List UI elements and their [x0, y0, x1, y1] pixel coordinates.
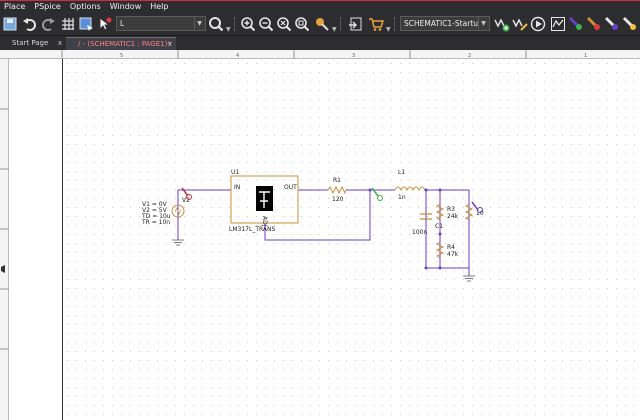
voltage-probe-green[interactable]	[371, 187, 383, 201]
schematic-canvas[interactable]: 5 4 3 2 1	[0, 50, 640, 420]
ruler-mark-3: 3	[352, 53, 355, 59]
toolbar-separator	[340, 17, 341, 31]
menu-bar: Place PSpice Options Window Help	[0, 0, 640, 12]
tab-schematic-page-label: / - (SCHEMATIC1 : PAGE1)*	[78, 40, 171, 48]
close-icon[interactable]: x	[167, 40, 172, 48]
r4-value-label: 47k	[447, 251, 459, 258]
document-tabs: Start Page x / - (SCHEMATIC1 : PAGE1)* x	[0, 36, 640, 50]
ruler-mark-2: 2	[468, 53, 471, 59]
source-param-v1: V1 = 0V	[142, 201, 168, 208]
view-results-icon[interactable]	[550, 16, 566, 32]
search-icon[interactable]	[208, 16, 224, 32]
toolbar: L ▼ ▼ ▼ ▼ SCHEMATIC1-Startup ▼	[0, 12, 640, 36]
left-ruler	[0, 59, 9, 420]
zoom-all-icon[interactable]	[294, 16, 310, 32]
regulator-u1[interactable]	[230, 175, 299, 224]
zoom-in-icon[interactable]	[240, 16, 256, 32]
power-marker-icon[interactable]	[604, 16, 620, 32]
netlist-icon[interactable]	[348, 16, 364, 32]
grid-icon[interactable]	[60, 16, 76, 32]
circuit-diagram: V2 V1 = 0V V2 = 5V TD = 10u TR = 10n U1 …	[141, 169, 484, 282]
top-ruler: 5 4 3 2 1	[0, 50, 640, 59]
c1-value-label: 100n	[412, 229, 427, 236]
close-icon[interactable]: x	[57, 39, 62, 47]
r3-value-label: 24k	[447, 213, 459, 220]
r1-ref-label: R1	[333, 177, 341, 184]
resistor-r4[interactable]	[435, 241, 445, 259]
menu-place[interactable]: Place	[4, 2, 26, 11]
select-pointer-icon[interactable]	[96, 16, 112, 32]
toolbar-separator	[234, 17, 235, 31]
part-search-value: L	[120, 19, 125, 28]
ruler-mark-5: 5	[120, 53, 123, 59]
regulator-pin-in: IN	[234, 184, 240, 191]
source-param-tr: TR = 10n	[141, 219, 170, 226]
select-area-icon[interactable]	[78, 16, 94, 32]
regulator-pin-out: OUT	[284, 184, 297, 191]
inductor-l1[interactable]	[394, 186, 426, 192]
junction-dots	[368, 188, 442, 270]
cart-icon[interactable]	[368, 16, 384, 32]
simulation-profile-combo[interactable]: SCHEMATIC1-Startup ▼	[400, 16, 490, 31]
ruler-mark-4: 4	[236, 53, 239, 59]
voltage-marker-icon[interactable]	[568, 16, 584, 32]
probe-value-label: 10	[476, 210, 484, 217]
l1-value-label: 1n	[398, 194, 406, 201]
run-simulation-icon[interactable]	[530, 16, 546, 32]
tab-start-page[interactable]: Start Page x	[0, 37, 66, 50]
properties-dropdown-icon[interactable]: ▼	[332, 26, 337, 33]
chevron-down-icon[interactable]: ▼	[194, 17, 204, 30]
simulation-profile-value: SCHEMATIC1-Startup	[404, 19, 483, 28]
save-icon[interactable]	[2, 16, 18, 32]
ruler-mark-1: 1	[584, 53, 587, 59]
chevron-down-icon[interactable]: ▼	[478, 17, 488, 30]
menu-help[interactable]: Help	[150, 2, 169, 11]
redo-icon[interactable]	[40, 16, 56, 32]
resistor-r1[interactable]	[327, 185, 347, 195]
r4-ref-label: R4	[447, 244, 455, 251]
search-dropdown-icon[interactable]: ▼	[226, 26, 231, 33]
source-param-v2: V2 = 5V	[142, 207, 168, 214]
part-search-combo[interactable]: L ▼	[116, 16, 206, 31]
new-profile-icon[interactable]	[494, 16, 510, 32]
differential-marker-icon[interactable]	[622, 16, 638, 32]
current-marker-icon[interactable]	[586, 16, 602, 32]
undo-icon[interactable]	[22, 16, 38, 32]
voltage-probe-purple[interactable]	[471, 201, 483, 213]
c1-ref-label: C1	[435, 223, 443, 230]
part-properties-icon[interactable]	[314, 16, 330, 32]
cart-dropdown-icon[interactable]: ▼	[386, 26, 391, 33]
r3-ref-label: R3	[447, 206, 455, 213]
menu-window[interactable]: Window	[109, 2, 142, 11]
toolbar-separator	[394, 17, 395, 31]
capacitor-c1[interactable]	[420, 213, 432, 228]
ground-symbol	[463, 275, 475, 282]
r1-value-label: 120	[332, 196, 344, 203]
tab-schematic-page[interactable]: / - (SCHEMATIC1 : PAGE1)* x	[66, 37, 176, 50]
tab-start-page-label: Start Page	[12, 39, 49, 47]
source-param-td: TD = 10u	[141, 213, 171, 220]
regulator-pin-adj: ADJ	[261, 216, 268, 227]
edit-profile-icon[interactable]	[512, 16, 528, 32]
load-resistor[interactable]	[464, 203, 474, 221]
resistor-r3[interactable]	[435, 203, 445, 221]
regulator-model-label: LM317L_TRANS	[229, 226, 275, 233]
menu-options[interactable]: Options	[69, 2, 101, 11]
source-ref-label: V2	[182, 197, 190, 204]
voltage-source-v2[interactable]	[171, 204, 185, 246]
zoom-out-icon[interactable]	[258, 16, 274, 32]
menu-pspice[interactable]: PSpice	[34, 2, 61, 11]
l1-ref-label: L1	[398, 169, 405, 176]
voltage-probe-red[interactable]	[181, 187, 192, 200]
zoom-fit-icon[interactable]	[276, 16, 292, 32]
regulator-ref-label: U1	[231, 169, 239, 176]
